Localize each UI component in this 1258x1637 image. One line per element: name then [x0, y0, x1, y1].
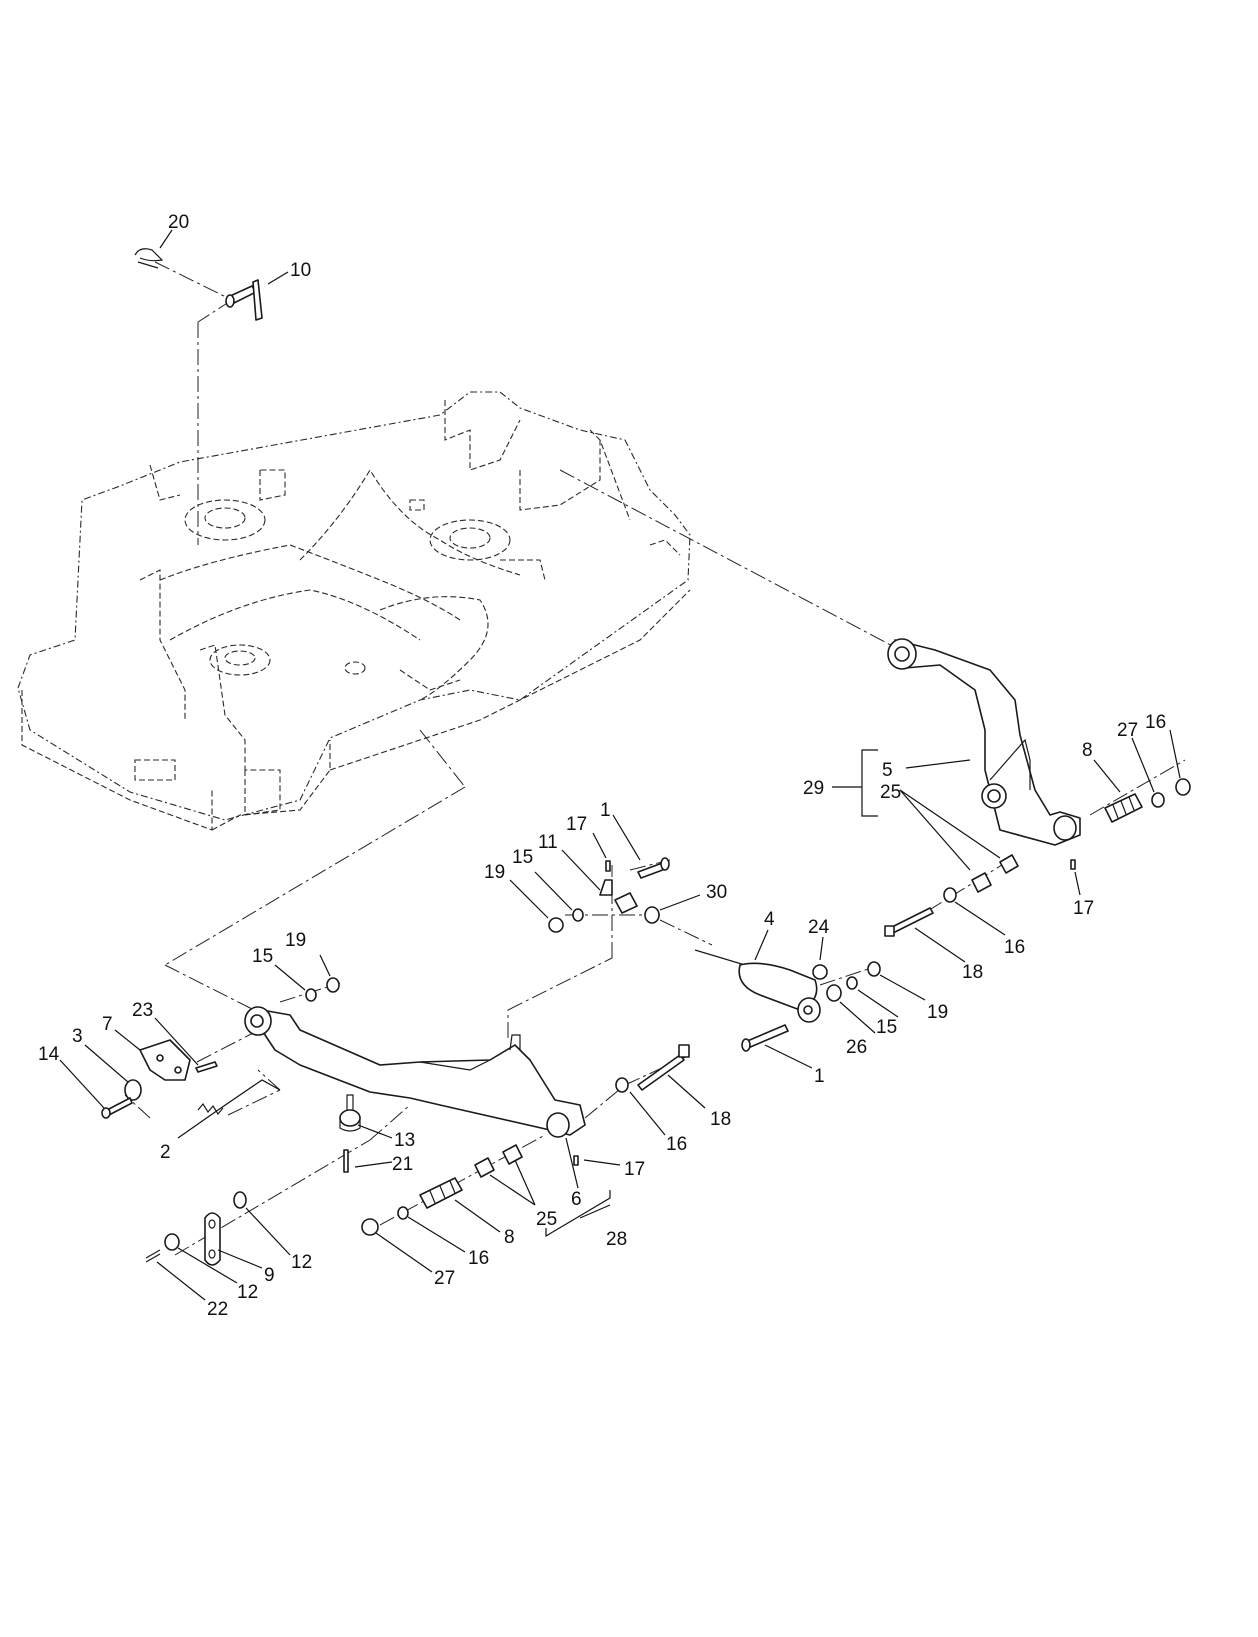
callout-17: 17 — [566, 814, 587, 835]
pin-10 — [225, 279, 263, 321]
nut-19a — [548, 917, 564, 933]
callout-19: 19 — [285, 930, 306, 951]
callout-19: 19 — [484, 862, 505, 883]
callout-16: 16 — [468, 1248, 489, 1269]
washer-3 — [124, 1079, 142, 1101]
spring-8-right — [1104, 793, 1143, 823]
block-11 — [599, 879, 638, 914]
callout-25: 25 — [880, 782, 901, 803]
callout-27: 27 — [1117, 720, 1138, 741]
callout-15: 15 — [512, 847, 533, 868]
lift-arm-left-6 — [244, 1006, 586, 1138]
callout-13: 13 — [394, 1130, 415, 1151]
callout-20: 20 — [168, 212, 189, 233]
callout-16: 16 — [666, 1134, 687, 1155]
callout-23: 23 — [132, 1000, 153, 1021]
callout-27: 27 — [434, 1268, 455, 1289]
callout-labels: 20 10 17 1 19 15 11 30 4 24 19 15 26 1 5… — [38, 212, 1166, 1320]
callout-3: 3 — [72, 1026, 83, 1047]
washer-26 — [826, 984, 842, 1002]
callout-12: 12 — [291, 1252, 312, 1273]
washer-15c — [305, 988, 317, 1002]
bolt-18b — [637, 1044, 690, 1091]
nut-24 — [812, 964, 828, 980]
washer-16c — [615, 1077, 629, 1093]
callout-5: 5 — [882, 760, 893, 781]
callout-6: 6 — [571, 1189, 582, 1210]
callout-9: 9 — [264, 1265, 275, 1286]
callout-24: 24 — [808, 917, 830, 938]
washer-12a — [233, 1191, 247, 1209]
callout-18: 18 — [710, 1109, 731, 1130]
callout-2: 2 — [160, 1142, 171, 1163]
callout-29: 29 — [803, 778, 824, 799]
callout-25: 25 — [536, 1209, 557, 1230]
callout-22: 22 — [207, 1299, 228, 1320]
callout-8: 8 — [1082, 740, 1093, 761]
callout-30: 30 — [706, 882, 727, 903]
washer-16d — [397, 1206, 409, 1220]
shock-4 — [694, 949, 821, 1023]
callout-14: 14 — [38, 1044, 60, 1065]
hairpin-clip-20 — [134, 248, 164, 269]
grease-17a — [605, 860, 611, 872]
callout-7: 7 — [102, 1014, 113, 1035]
bolt-18-r — [884, 907, 934, 937]
bushing-25-l2 — [502, 1144, 523, 1165]
callout-15: 15 — [252, 946, 273, 967]
spring-2 — [197, 1102, 224, 1116]
link-9 — [204, 1212, 221, 1266]
bolt-14 — [101, 1097, 133, 1119]
nut-19b — [867, 961, 881, 977]
callout-26: 26 — [846, 1037, 867, 1058]
pin-23 — [195, 1061, 218, 1073]
washer-15b — [846, 976, 858, 990]
grease-17c — [573, 1155, 579, 1166]
cotter-pin-22 — [145, 1249, 161, 1263]
nut-27b — [361, 1218, 379, 1236]
callout-15: 15 — [876, 1017, 897, 1038]
callout-16: 16 — [1004, 937, 1025, 958]
bushing-25-r2 — [971, 872, 992, 893]
mower-deck — [17, 391, 691, 831]
callout-12: 12 — [237, 1282, 258, 1303]
nut-30 — [644, 906, 660, 924]
callout-4: 4 — [764, 909, 775, 930]
washer-27-right — [1151, 792, 1165, 808]
callout-11: 11 — [538, 832, 558, 853]
latch-7 — [139, 1039, 191, 1081]
callout-17: 17 — [1073, 898, 1094, 919]
nut-19c — [326, 977, 340, 993]
bushing-25-r1 — [999, 854, 1019, 874]
callout-1: 1 — [814, 1066, 825, 1087]
nut-16-right — [1175, 778, 1191, 796]
callout-18: 18 — [962, 962, 983, 983]
callout-21: 21 — [392, 1154, 413, 1175]
bushing-25-l1 — [474, 1157, 495, 1178]
lift-arm-right-5 — [887, 638, 1081, 846]
spring-8b — [419, 1177, 463, 1209]
leader-lines — [59, 229, 1181, 1301]
washer-16-r — [943, 887, 957, 903]
callout-17: 17 — [624, 1159, 645, 1180]
washer-12b — [164, 1233, 180, 1251]
washer-15a — [572, 908, 584, 922]
bolt-21 — [343, 1149, 349, 1173]
callout-8: 8 — [504, 1227, 515, 1248]
grease-17-r — [1070, 859, 1076, 870]
pin-1a — [637, 857, 670, 879]
callout-28: 28 — [606, 1229, 627, 1250]
pin-1b — [741, 1024, 789, 1052]
callout-1: 1 — [600, 800, 611, 821]
callout-16: 16 — [1145, 712, 1166, 733]
callout-19: 19 — [927, 1002, 948, 1023]
bumper-13 — [339, 1094, 361, 1132]
callout-10: 10 — [290, 260, 311, 281]
